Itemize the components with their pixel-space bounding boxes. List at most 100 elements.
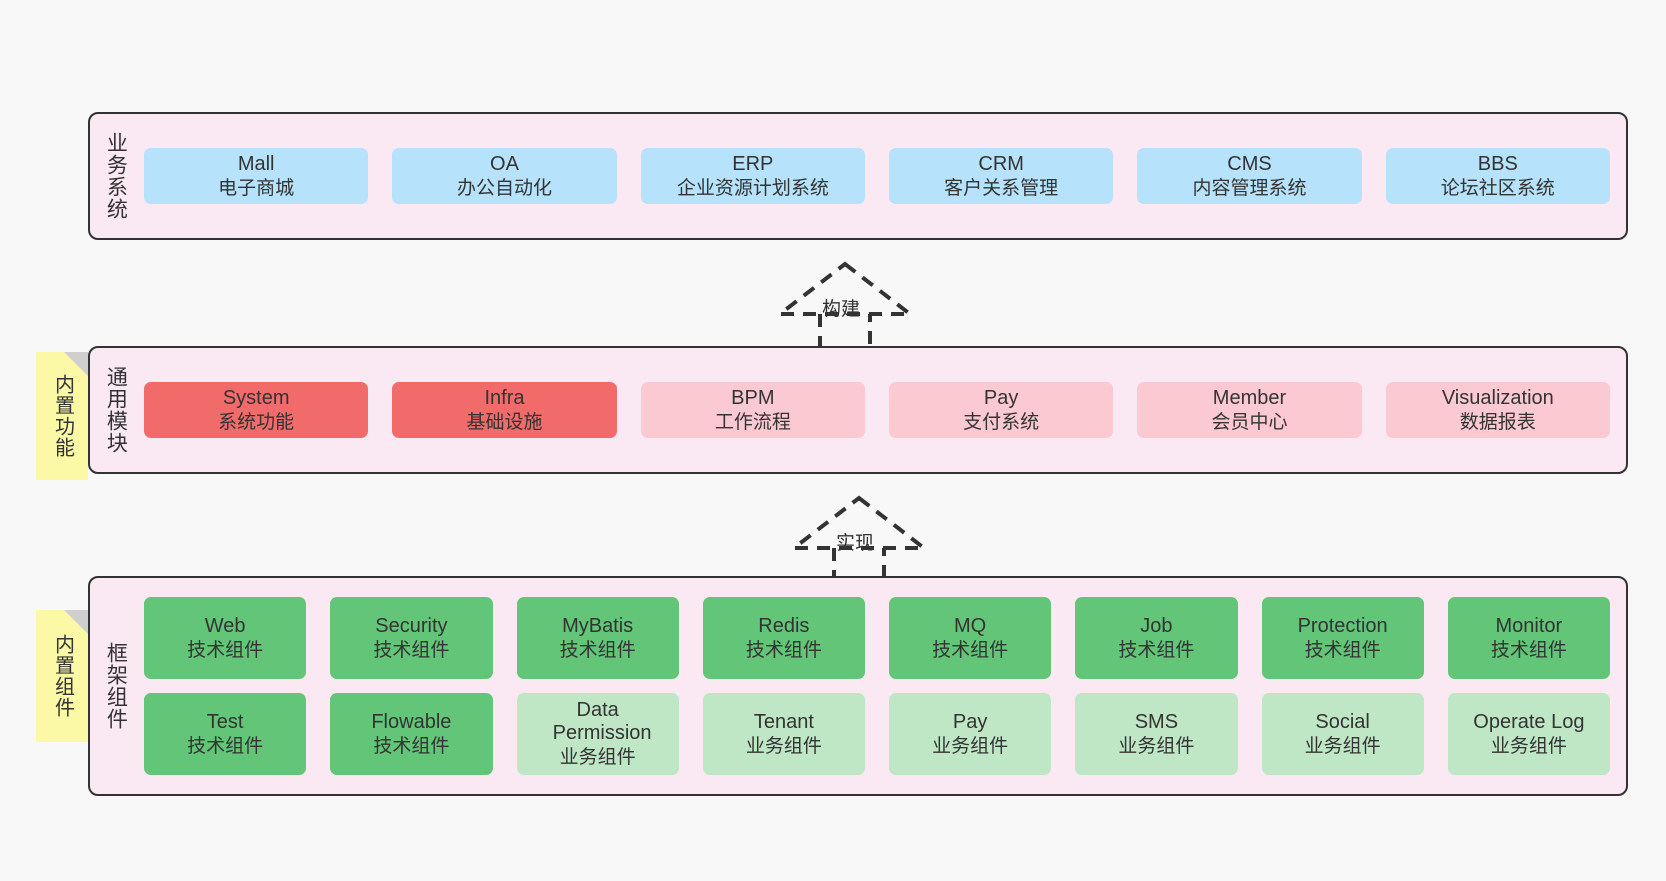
generalization-arrow-up-icon bbox=[788, 495, 930, 584]
node-title: Monitor bbox=[1495, 614, 1563, 637]
node-subtitle: 技术组件 bbox=[932, 639, 1009, 661]
node-job[interactable]: Job 技术组件 bbox=[1075, 597, 1238, 679]
node-monitor[interactable]: Monitor 技术组件 bbox=[1447, 597, 1610, 679]
node-pay-module[interactable]: Pay 支付系统 bbox=[888, 381, 1114, 439]
node-subtitle: 支付系统 bbox=[963, 411, 1040, 433]
node-title: Protection bbox=[1297, 614, 1388, 637]
node-row: Mall 电子商城 OA 办公自动化 ERP 企业资源计划系统 CRM 客户关系… bbox=[144, 147, 1610, 205]
node-title: Job bbox=[1140, 614, 1173, 637]
node-pay-component[interactable]: Pay 业务组件 bbox=[889, 693, 1052, 775]
node-subtitle: 技术组件 bbox=[559, 639, 636, 661]
node-subtitle: 企业资源计划系统 bbox=[676, 177, 829, 199]
layer-title-framework: 框架组件 bbox=[104, 642, 128, 730]
layer-title-business: 业务系统 bbox=[104, 132, 128, 220]
node-bbs[interactable]: BBS 论坛社区系统 bbox=[1385, 147, 1610, 205]
sticky-note-text: 内置组件 bbox=[51, 634, 74, 718]
node-subtitle: 数据报表 bbox=[1459, 411, 1536, 433]
node-title: Security bbox=[375, 614, 448, 637]
layer-body-common: System 系统功能 Infra 基础设施 BPM 工作流程 Pay 支付系统… bbox=[140, 348, 1626, 472]
node-subtitle: 业务组件 bbox=[745, 735, 822, 757]
node-title: Visualization bbox=[1441, 386, 1554, 409]
node-operate-log[interactable]: Operate Log 业务组件 bbox=[1447, 693, 1610, 775]
node-subtitle: 办公自动化 bbox=[456, 177, 552, 199]
node-subtitle: 内容管理系统 bbox=[1192, 177, 1307, 199]
node-tenant[interactable]: Tenant 业务组件 bbox=[702, 693, 865, 775]
node-subtitle: 业务组件 bbox=[932, 735, 1009, 757]
node-sms[interactable]: SMS 业务组件 bbox=[1075, 693, 1238, 775]
node-bpm[interactable]: BPM 工作流程 bbox=[640, 381, 865, 439]
sticky-note-builtin-features: 内置功能 bbox=[36, 352, 88, 480]
node-protection[interactable]: Protection 技术组件 bbox=[1261, 597, 1424, 679]
node-subtitle: 业务组件 bbox=[1304, 735, 1381, 757]
folded-corner-icon bbox=[64, 352, 88, 376]
node-mq[interactable]: MQ 技术组件 bbox=[889, 597, 1052, 679]
node-flowable[interactable]: Flowable 技术组件 bbox=[330, 693, 493, 775]
node-title: MQ bbox=[954, 614, 987, 637]
node-infra[interactable]: Infra 基础设施 bbox=[392, 381, 617, 439]
node-security[interactable]: Security 技术组件 bbox=[330, 597, 493, 679]
node-row: System 系统功能 Infra 基础设施 BPM 工作流程 Pay 支付系统… bbox=[144, 381, 1610, 439]
layer-framework-components: 框架组件 Web 技术组件 Security 技术组件 MyBatis 技术组件… bbox=[88, 576, 1628, 796]
node-subtitle: 技术组件 bbox=[373, 735, 450, 757]
node-title: OA bbox=[490, 152, 519, 175]
node-title: ERP bbox=[732, 152, 774, 175]
node-crm[interactable]: CRM 客户关系管理 bbox=[888, 147, 1114, 205]
node-subtitle: 系统功能 bbox=[218, 411, 295, 433]
node-title: Member bbox=[1212, 386, 1287, 409]
node-subtitle: 业务组件 bbox=[1490, 735, 1567, 757]
node-subtitle: 业务组件 bbox=[559, 746, 636, 768]
node-title: Mall bbox=[237, 152, 275, 175]
node-member[interactable]: Member 会员中心 bbox=[1137, 381, 1362, 439]
sticky-note-text: 内置功能 bbox=[51, 374, 74, 458]
node-title: Redis bbox=[758, 614, 810, 637]
node-subtitle: 技术组件 bbox=[187, 735, 264, 757]
node-subtitle: 技术组件 bbox=[1490, 639, 1567, 661]
node-title: System bbox=[222, 386, 290, 409]
node-row: Test 技术组件 Flowable 技术组件 Data Permission … bbox=[144, 693, 1610, 775]
node-redis[interactable]: Redis 技术组件 bbox=[702, 597, 865, 679]
node-system[interactable]: System 系统功能 bbox=[144, 381, 369, 439]
node-title: Flowable bbox=[371, 710, 452, 733]
node-subtitle: 客户关系管理 bbox=[944, 177, 1059, 199]
node-subtitle: 技术组件 bbox=[373, 639, 450, 661]
connector-implement-label: 实现 bbox=[836, 533, 875, 554]
node-title: Pay bbox=[983, 386, 1019, 409]
node-mybatis[interactable]: MyBatis 技术组件 bbox=[516, 597, 679, 679]
node-web[interactable]: Web 技术组件 bbox=[144, 597, 307, 679]
node-social[interactable]: Social 业务组件 bbox=[1261, 693, 1424, 775]
layer-body-framework: Web 技术组件 Security 技术组件 MyBatis 技术组件 Redi… bbox=[140, 578, 1626, 794]
connector-build-label: 构建 bbox=[822, 299, 861, 320]
node-title: Web bbox=[204, 614, 246, 637]
node-subtitle: 业务组件 bbox=[1118, 735, 1195, 757]
node-title: Infra bbox=[484, 386, 525, 409]
folded-corner-icon bbox=[64, 610, 88, 634]
node-data-permission[interactable]: Data Permission 业务组件 bbox=[516, 693, 679, 775]
node-title: Test bbox=[206, 710, 244, 733]
node-title: BPM bbox=[731, 386, 775, 409]
node-subtitle: 技术组件 bbox=[745, 639, 822, 661]
node-title: CMS bbox=[1227, 152, 1272, 175]
node-title: SMS bbox=[1134, 710, 1179, 733]
layer-title-common: 通用模块 bbox=[104, 366, 128, 454]
node-title: Social bbox=[1315, 710, 1370, 733]
node-subtitle: 工作流程 bbox=[714, 411, 791, 433]
node-subtitle: 技术组件 bbox=[1118, 639, 1195, 661]
node-erp[interactable]: ERP 企业资源计划系统 bbox=[640, 147, 865, 205]
node-cms[interactable]: CMS 内容管理系统 bbox=[1137, 147, 1362, 205]
layer-business-system: 业务系统 Mall 电子商城 OA 办公自动化 ERP 企业资源计划系统 CRM… bbox=[88, 112, 1628, 240]
connector-build: 构建 bbox=[750, 258, 940, 350]
layer-common-module: 通用模块 System 系统功能 Infra 基础设施 BPM 工作流程 Pay… bbox=[88, 346, 1628, 474]
node-subtitle: 技术组件 bbox=[1304, 639, 1381, 661]
node-visualization[interactable]: Visualization 数据报表 bbox=[1385, 381, 1610, 439]
layer-body-business: Mall 电子商城 OA 办公自动化 ERP 企业资源计划系统 CRM 客户关系… bbox=[140, 114, 1626, 238]
node-subtitle: 基础设施 bbox=[466, 411, 543, 433]
node-oa[interactable]: OA 办公自动化 bbox=[392, 147, 617, 205]
node-title: BBS bbox=[1477, 152, 1518, 175]
node-subtitle: 电子商城 bbox=[218, 177, 295, 199]
generalization-arrow-up-icon bbox=[774, 261, 916, 350]
node-subtitle: 会员中心 bbox=[1211, 411, 1288, 433]
node-mall[interactable]: Mall 电子商城 bbox=[144, 147, 369, 205]
node-subtitle: 论坛社区系统 bbox=[1440, 177, 1555, 199]
node-test[interactable]: Test 技术组件 bbox=[144, 693, 307, 775]
